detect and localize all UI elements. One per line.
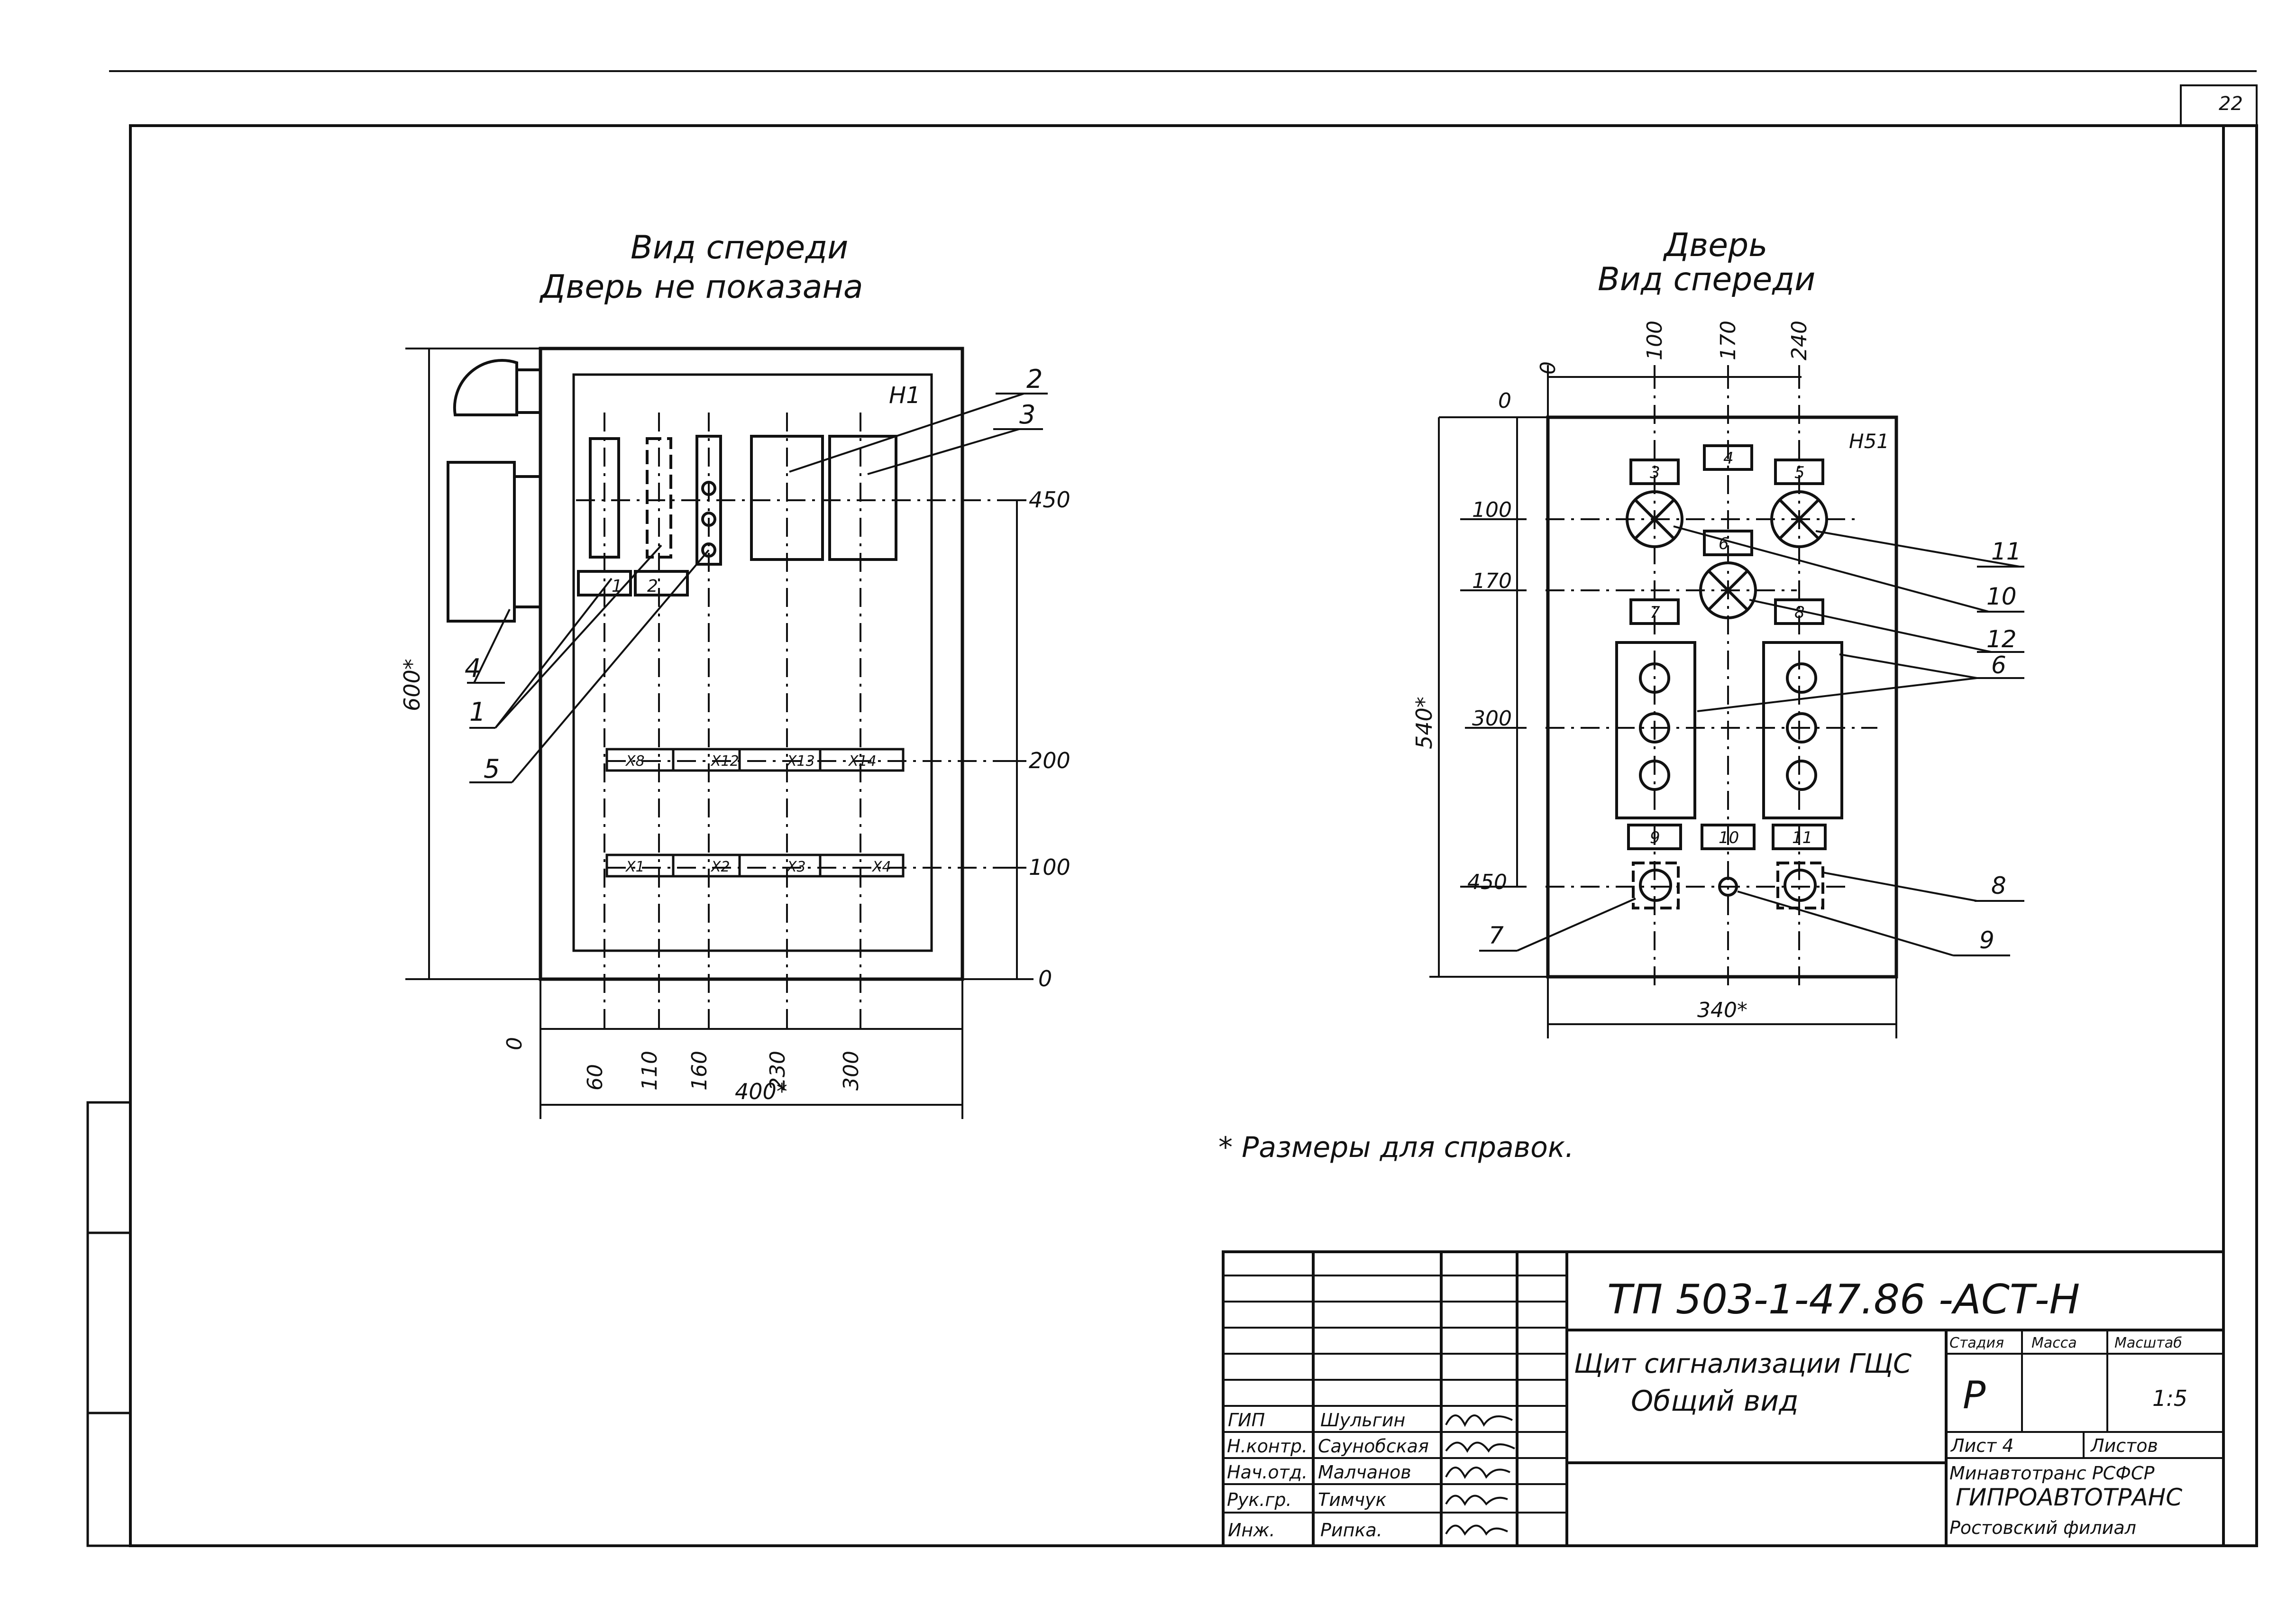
sig-role-5: Инж. bbox=[1228, 1520, 1275, 1541]
front-callout-3: 3 bbox=[1019, 400, 1035, 430]
sheet-frame bbox=[86, 70, 2258, 1547]
front-view-title-2: Дверь не показана bbox=[539, 268, 863, 306]
sig-role-2: Н.контр. bbox=[1227, 1436, 1308, 1457]
org-line-1: Минавтотранс РСФСР bbox=[1949, 1463, 2154, 1484]
door-leftdim-0: 0 bbox=[1498, 389, 1511, 413]
door-plate-7: 7 bbox=[1650, 603, 1660, 622]
sig-name-3: Малчанов bbox=[1318, 1462, 1411, 1483]
door-topdim-0: 0 bbox=[1536, 361, 1560, 375]
door-topdim-170: 170 bbox=[1716, 321, 1740, 360]
scale-value: 1:5 bbox=[2152, 1385, 2187, 1411]
door-leftdim-300: 300 bbox=[1472, 706, 1512, 731]
front-panel-label: Н1 bbox=[889, 382, 921, 409]
door-plate-8: 8 bbox=[1794, 603, 1805, 622]
front-box-label-2: 2 bbox=[647, 577, 658, 596]
terminal-lower-2: Х2 bbox=[710, 859, 730, 875]
org-line-3: Ростовский филиал bbox=[1949, 1517, 2136, 1538]
front-hdim-160: 160 bbox=[687, 1051, 712, 1091]
front-height-total: 600* bbox=[399, 659, 425, 711]
door-callout-6: 6 bbox=[1991, 651, 2006, 679]
mass-header: Масса bbox=[2031, 1335, 2077, 1351]
sheet-label: Лист 4 bbox=[1950, 1435, 2014, 1456]
front-callout-5: 5 bbox=[484, 754, 500, 784]
terminal-upper-1: Х8 bbox=[625, 753, 645, 770]
front-callout-4: 4 bbox=[465, 653, 481, 683]
door-plate-4: 4 bbox=[1723, 449, 1734, 468]
door-width-total: 340* bbox=[1697, 998, 1747, 1022]
sig-name-1: Шульгин bbox=[1320, 1410, 1405, 1431]
door-callout-8: 8 bbox=[1991, 872, 2006, 899]
door-plate-3: 3 bbox=[1650, 463, 1660, 482]
title-block: ТП 503-1-47.86 -АСТ-Н Щит сигнализации Г… bbox=[1222, 1250, 2225, 1547]
door-plate-9: 9 bbox=[1650, 828, 1660, 847]
front-hdim-300: 300 bbox=[839, 1051, 863, 1091]
front-hdim-60: 60 bbox=[583, 1064, 607, 1091]
sig-name-4: Тимчук bbox=[1318, 1489, 1387, 1510]
signature-scribbles bbox=[1445, 1414, 1515, 1536]
door-view-title-1: Дверь bbox=[1663, 227, 1767, 264]
front-hdim-110: 110 bbox=[638, 1051, 662, 1091]
doc-title-2: Общий вид bbox=[1631, 1385, 1799, 1418]
front-vdim-200: 200 bbox=[1029, 748, 1070, 773]
stage-header: Стадия bbox=[1949, 1335, 2004, 1351]
doc-title-1: Щит сигнализации ГЩС bbox=[1574, 1349, 1912, 1379]
front-hdim-230: 230 bbox=[766, 1051, 790, 1091]
stage-value: Р bbox=[1963, 1373, 1986, 1417]
front-vdim-0: 0 bbox=[1038, 966, 1052, 991]
door-leftdim-450: 450 bbox=[1467, 870, 1507, 894]
page-number: 22 bbox=[2219, 93, 2243, 115]
signal-lamps bbox=[1626, 490, 1828, 619]
side-devices bbox=[447, 359, 542, 623]
front-vdim-100: 100 bbox=[1029, 854, 1070, 880]
terminal-lower-4: Х4 bbox=[871, 859, 891, 875]
door-callout-12: 12 bbox=[1986, 625, 2017, 653]
org-line-2: ГИПРОАВТОТРАНС bbox=[1956, 1484, 2182, 1511]
door-callout-9: 9 bbox=[1979, 927, 1994, 954]
sig-role-4: Рук.гр. bbox=[1227, 1489, 1292, 1510]
door-view: Дверь Вид спереди Н51 3 bbox=[1411, 227, 2024, 1038]
front-hdim-0: 0 bbox=[503, 1037, 527, 1050]
front-view: Вид спереди Дверь не показана Н1 bbox=[399, 229, 1070, 1119]
door-plate-6: 6 bbox=[1719, 534, 1729, 553]
button-blocks bbox=[1615, 641, 1843, 819]
sig-name-5: Рипка. bbox=[1320, 1520, 1382, 1541]
front-vdim-450: 450 bbox=[1029, 487, 1070, 513]
door-callout-7: 7 bbox=[1489, 922, 1504, 949]
sig-role-1: ГИП bbox=[1228, 1410, 1265, 1431]
terminal-upper-2: Х12 bbox=[710, 753, 739, 770]
door-plate-5: 5 bbox=[1794, 463, 1805, 482]
door-leftdim-170: 170 bbox=[1472, 569, 1512, 593]
reference-note: * Размеры для справок. bbox=[1218, 1131, 1574, 1164]
door-topdim-240: 240 bbox=[1787, 321, 1811, 360]
door-leftdim-100: 100 bbox=[1472, 498, 1512, 522]
door-plate-10: 10 bbox=[1719, 828, 1739, 847]
terminal-upper-4: Х14 bbox=[848, 753, 877, 770]
terminal-lower-1: Х1 bbox=[625, 859, 645, 875]
door-callout-10: 10 bbox=[1986, 583, 2017, 610]
door-view-title-2: Вид спереди bbox=[1598, 261, 1815, 298]
doc-code: ТП 503-1-47.86 -АСТ-Н bbox=[1607, 1276, 2080, 1323]
door-plate-11: 11 bbox=[1792, 828, 1812, 847]
door-topdim-100: 100 bbox=[1643, 321, 1667, 360]
door-height-total: 540* bbox=[1411, 697, 1437, 749]
sheets-label: Листов bbox=[2090, 1435, 2158, 1456]
front-callout-2: 2 bbox=[1026, 364, 1043, 394]
door-panel-label: Н51 bbox=[1849, 430, 1889, 453]
sig-name-2: Саунобская bbox=[1318, 1436, 1429, 1457]
scale-header: Масштаб bbox=[2114, 1335, 2182, 1351]
terminal-lower-3: Х3 bbox=[786, 859, 806, 875]
front-callout-1: 1 bbox=[469, 697, 485, 727]
terminal-upper-3: Х13 bbox=[786, 753, 815, 770]
sig-role-3: Нач.отд. bbox=[1227, 1462, 1308, 1483]
front-width-total: 400* bbox=[735, 1079, 787, 1104]
front-view-title-1: Вид спереди bbox=[631, 229, 848, 266]
door-callout-11: 11 bbox=[1991, 538, 2022, 565]
